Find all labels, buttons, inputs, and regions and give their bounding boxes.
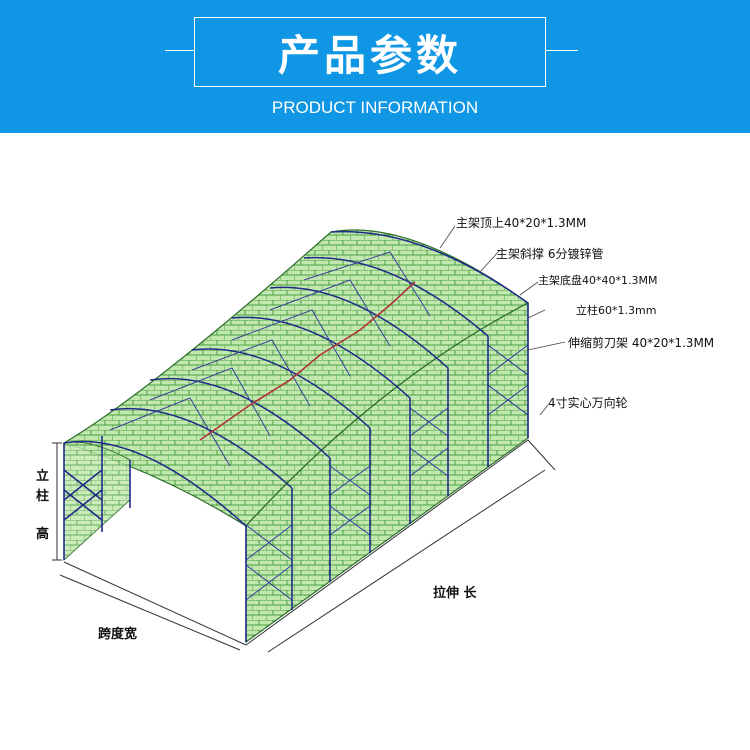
roof-ridge [199,281,416,441]
roof-arches [63,230,529,527]
callout-base-frame: 主架底盘40*40*1.3MM [538,273,657,287]
callout-scissor-frame: 伸缩剪刀架 40*20*1.3MM [568,335,714,350]
tent-side-wall [245,302,529,644]
diagonal-braces [109,251,431,467]
side-columns [245,303,529,642]
callout-wheel: 4寸实心万向轮 [548,395,628,410]
callout-top-frame: 主架顶上40*20*1.3MM [456,216,586,230]
frame-decoration-left [165,50,194,51]
dim-span-width: 跨度宽 [98,626,137,642]
callout-diagonal-brace: 主架斜撑 6分镀锌管 [496,246,603,261]
dim-column-height-3: 高 [36,526,49,542]
frame-decoration-right [546,50,578,51]
tent-front-wall-left [63,441,131,562]
title-frame [194,17,546,87]
tent-structure-diagram: 主架顶上40*20*1.3MM 主架斜撑 6分镀锌管 主架底盘40*40*1.3… [36,216,714,653]
header-banner [0,0,750,133]
callout-column: 立柱60*1.3mm [576,303,656,317]
page-title: 产品参数 [277,30,462,80]
front-columns [63,436,131,560]
dim-column-height-2: 柱 [36,488,49,504]
dim-column-height-1: 立 [36,468,49,484]
page-subtitle: PRODUCT INFORMATION [271,98,479,117]
dim-extension-length: 拉伸 长 [433,585,478,601]
scissor-frames [245,344,529,601]
